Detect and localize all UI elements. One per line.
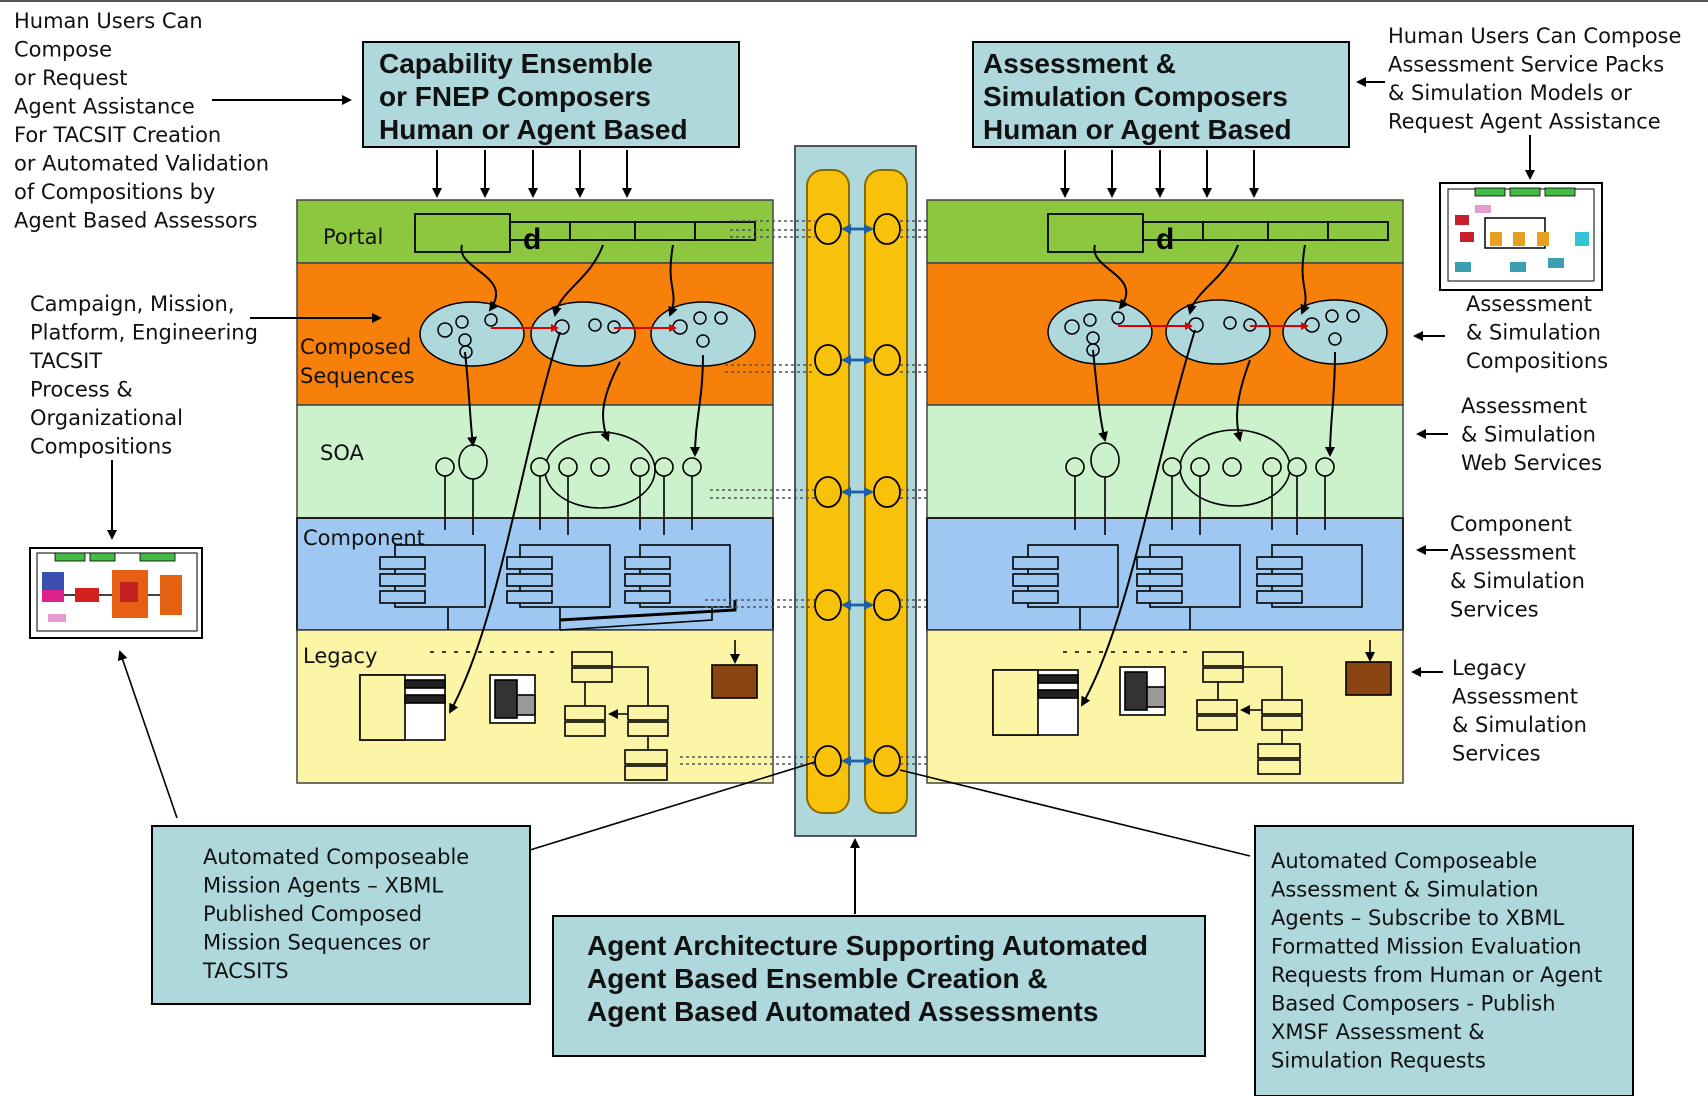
right-note-legacy: Legacy Assessment & Simulation Services [1452,656,1594,766]
right-composer-line-3: Human or Agent Based [983,114,1292,145]
left-soa-services [435,431,702,535]
svg-text:Assessment & Simulation: Assessment & Simulation Composers Human … [983,48,1296,145]
left-sequence-ellipses [419,301,756,367]
left-portal-label: Portal [323,225,383,249]
bottom-right-callout: Automated Composeable Assessment & Simul… [1254,825,1634,1096]
right-sequence-ellipses [1047,299,1388,365]
svg-text:Agent Architecture Supporting: Agent Architecture Supporting Automated … [587,930,1156,1027]
left-side-note: Campaign, Mission, Platform, Engineering… [29,292,265,459]
svg-text:Automated Composeable Mi: Automated Composeable Mission Agents – X… [202,845,476,983]
left-stack-flow-arrows [449,244,737,714]
left-composition-thumbnail [29,547,203,639]
bottom-center-callout: Agent Architecture Supporting Automated … [552,915,1206,1057]
svg-text:Capability Ensemble or F: Capability Ensemble or FNEP Composers Hu… [379,48,688,145]
left-composed-label: Composed Sequences [300,335,418,388]
left-component-boxes [379,544,731,608]
svg-text:d: d [1156,223,1174,256]
right-composer-line-1: Assessment & [983,48,1176,79]
bottom-left-callout: Automated Composeable Mission Agents – X… [151,825,531,1005]
right-legacy-elements [992,607,1392,775]
right-note-compositions: Assessment & Simulation Compositions [1466,292,1608,373]
right-soa-services [1065,429,1335,535]
left-legacy-elements [359,607,758,781]
right-composer-box: Assessment & Simulation Composers Human … [972,41,1350,148]
right-note-web-services: Assessment & Simulation Web Services [1461,394,1603,475]
svg-text:d: d [523,223,541,256]
left-composer-line-2: or FNEP Composers [379,81,651,112]
right-note-component: Component Assessment & Simulation Servic… [1450,512,1592,622]
left-layer-stack: Portal Composed Sequences SOA Component … [296,199,774,784]
right-composition-thumbnail [1439,182,1603,291]
right-layer-stack: d [29,182,1603,784]
left-soa-label: SOA [320,441,364,465]
right-composer-line-2: Simulation Composers [983,81,1288,112]
agent-bus [680,145,1085,837]
right-stack-flow-arrows [1081,244,1336,707]
top-left-note: Human Users Can Compose or Request Agent… [14,9,276,233]
left-legacy-label: Legacy [303,644,377,668]
left-composer-line-1: Capability Ensemble [379,48,653,79]
composer-down-arrows [432,150,1259,198]
right-portal-widgets: d [1047,213,1389,256]
left-composer-box: Capability Ensemble or FNEP Composers Hu… [362,41,740,148]
svg-text:Automated Composeable As: Automated Composeable Assessment & Simul… [1271,849,1609,1073]
left-composer-line-3: Human or Agent Based [379,114,688,145]
top-right-note: Human Users Can Compose Assessment Servi… [1388,24,1688,134]
right-component-boxes [1012,544,1363,608]
